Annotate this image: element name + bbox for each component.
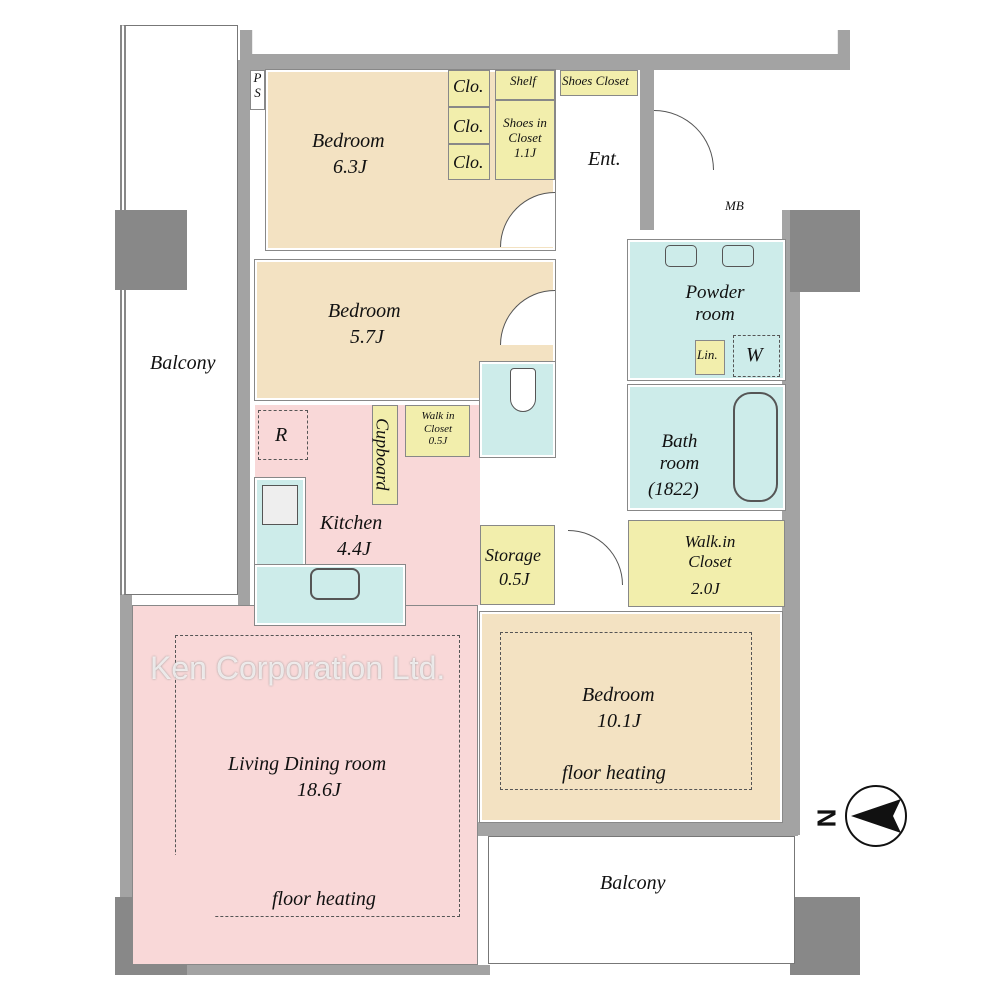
bedroom-10-1-size: 10.1J (597, 710, 641, 732)
floor-heating-area (500, 632, 752, 790)
shoes-closet-label: Shoes Closet (562, 73, 629, 88)
balcony-bottom-label: Balcony (600, 872, 666, 894)
storage-name: Storage (485, 545, 541, 565)
wall-ent (640, 70, 654, 230)
wic-large-size: 2.0J (691, 579, 720, 598)
entrance-door[interactable] (654, 110, 714, 170)
storage-door[interactable] (568, 530, 623, 585)
shoes-in-closet-size: 1.1J (513, 144, 537, 160)
bedroom-10-1-floor-heating: floor heating (562, 762, 666, 784)
mb-label: MB (725, 198, 744, 213)
cupboard-label: Cupboard (372, 418, 393, 491)
wic-small-name: Walk in Closet (421, 410, 455, 435)
wall-bottom (120, 965, 490, 975)
clo-label: Clo. (453, 152, 484, 172)
bath-room-name: Bath room (659, 431, 700, 474)
shoes-in-closet (495, 100, 555, 180)
wall-right (782, 210, 800, 835)
kitchen-island (254, 564, 406, 626)
closet (448, 107, 490, 144)
ldr-floor-heating: floor heating (272, 888, 376, 910)
kitchen-name: Kitchen (320, 512, 383, 534)
cupboard (372, 405, 398, 505)
sink-icon (310, 568, 360, 600)
washbasin-icon (722, 245, 754, 267)
bedroom-5-7-name: Bedroom (328, 300, 401, 322)
ldr-size: 18.6J (297, 779, 341, 801)
shelf (495, 70, 555, 100)
kitchen-size: 4.4J (337, 538, 371, 560)
compass-icon (845, 785, 907, 847)
wall-mid-bottom (478, 822, 798, 836)
balcony-left-label: Balcony (150, 352, 216, 374)
compass-arrow-icon (851, 799, 901, 833)
refrigerator-label: R (275, 424, 288, 446)
column (115, 210, 187, 290)
compass-north-label: N (811, 808, 842, 828)
column (790, 210, 860, 292)
ldr-name: Living Dining room (228, 753, 387, 775)
floor-heating-area (175, 635, 460, 917)
walk-in-closet-large (628, 520, 785, 607)
wall-left-lower (120, 595, 132, 975)
bath-room-size: (1822) (648, 479, 699, 500)
ps-label: P S (250, 70, 265, 110)
washer-label: W (746, 344, 763, 366)
wall-top (240, 30, 850, 70)
bathtub-icon (733, 392, 778, 502)
bedroom-5-7-size: 5.7J (350, 326, 384, 348)
wic-large-name: Walk.in Closet (684, 532, 736, 571)
entrance-label: Ent. (588, 148, 621, 170)
clo-label: Clo. (453, 116, 484, 136)
washbasin-icon (665, 245, 697, 267)
bath-room (627, 384, 786, 511)
living-dining-room (132, 605, 478, 965)
bedroom-6-3-name: Bedroom (312, 130, 385, 152)
watermark: Ken Corporation Ltd. (150, 650, 446, 686)
walk-in-closet-small (405, 405, 470, 457)
wic-small-size: 0.5J (428, 435, 448, 448)
clo-label: Clo. (453, 76, 484, 96)
storage (480, 525, 555, 605)
balcony-bottom (488, 836, 795, 964)
shoes-closet (560, 70, 638, 96)
toilet-icon (510, 368, 536, 412)
bedroom-10-1-name: Bedroom (582, 684, 655, 706)
closet (448, 70, 490, 107)
shoes-in-closet-name: Shoes in Closet (503, 115, 547, 145)
closet (448, 144, 490, 180)
balcony-left (120, 25, 238, 595)
washer-space (733, 335, 780, 377)
column (790, 897, 860, 975)
linen-label: Lin. (697, 347, 718, 362)
powder-room-name: Powder room (685, 282, 745, 325)
refrigerator-space (258, 410, 308, 460)
bedroom-10-1 (479, 611, 783, 823)
storage-size: 0.5J (499, 569, 530, 589)
linen-closet (695, 340, 725, 375)
bedroom-6-3-size: 6.3J (333, 156, 367, 178)
wall-left (238, 60, 250, 605)
shelf-label: Shelf (510, 73, 536, 88)
stove-icon (262, 485, 298, 525)
